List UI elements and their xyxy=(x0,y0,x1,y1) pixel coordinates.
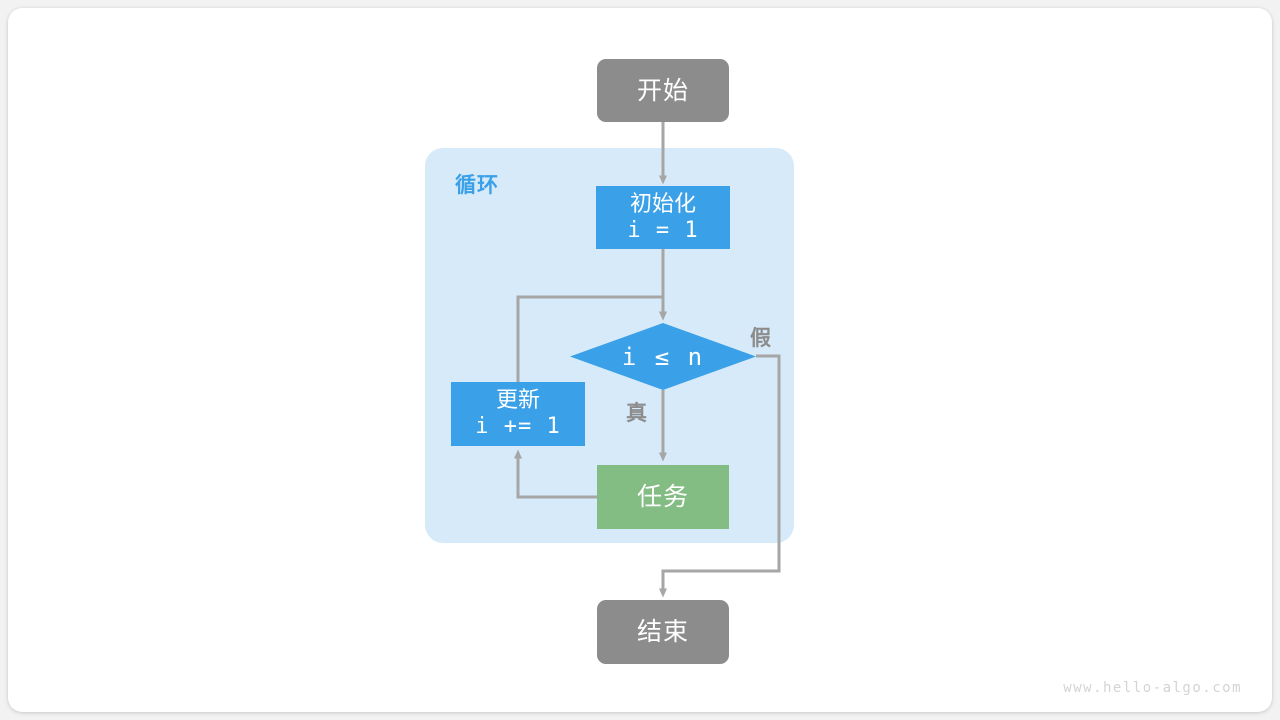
diagram-card: 循环 xyxy=(8,8,1272,712)
diagram-canvas: 循环 xyxy=(8,8,1272,712)
node-init-line2: i = 1 xyxy=(627,217,699,243)
node-init[interactable]: 初始化 i = 1 xyxy=(596,186,730,249)
node-task-label: 任务 xyxy=(636,482,689,512)
edge-label-false: 假 xyxy=(750,326,772,350)
node-update[interactable]: 更新 i += 1 xyxy=(451,382,585,446)
node-condition[interactable]: i ≤ n xyxy=(570,323,756,390)
node-start[interactable]: 开始 xyxy=(597,59,729,122)
node-update-line1: 更新 xyxy=(495,388,540,414)
node-task[interactable]: 任务 xyxy=(597,465,729,529)
watermark: www.hello-algo.com xyxy=(1063,680,1242,696)
edge-label-true: 真 xyxy=(626,401,648,425)
node-end[interactable]: 结束 xyxy=(597,600,729,664)
node-start-label: 开始 xyxy=(636,75,689,105)
loop-container-label: 循环 xyxy=(455,173,499,197)
node-condition-label: i ≤ n xyxy=(621,342,705,371)
node-init-line1: 初始化 xyxy=(629,191,696,217)
node-update-line2: i += 1 xyxy=(475,414,561,439)
node-end-label: 结束 xyxy=(636,617,689,647)
